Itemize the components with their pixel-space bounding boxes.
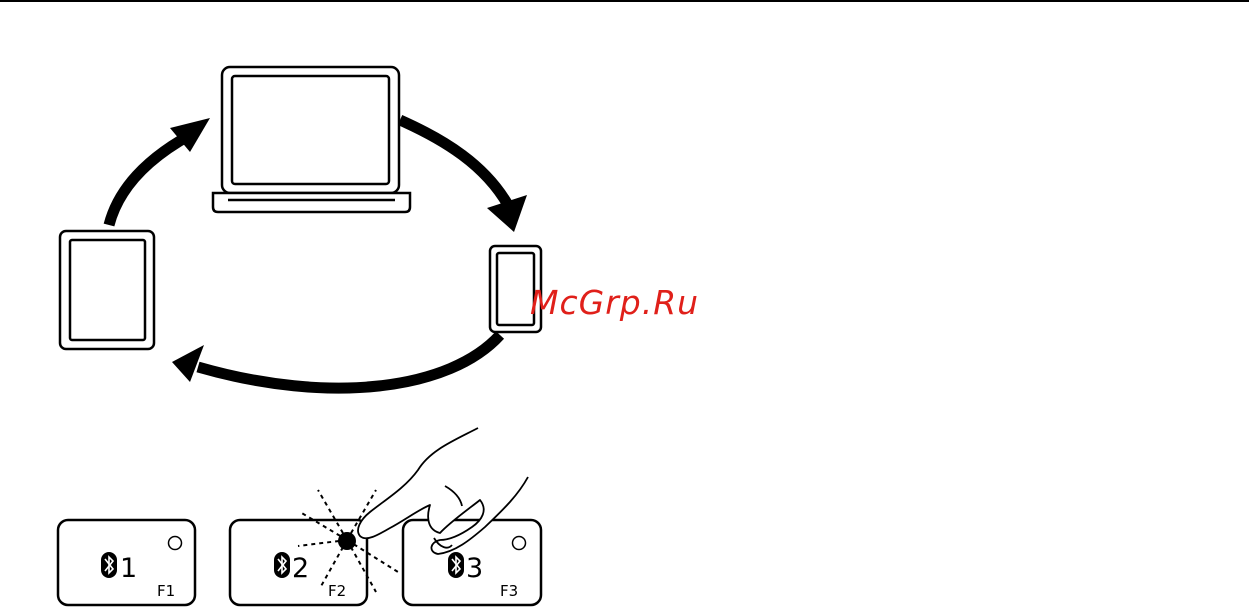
key-fn-label: F1 xyxy=(157,582,175,600)
bluetooth-icon xyxy=(101,552,117,578)
key-fn-label: F2 xyxy=(328,582,346,600)
laptop-icon xyxy=(213,67,410,212)
led-indicator-icon xyxy=(338,532,356,550)
key-number: 2 xyxy=(292,553,309,584)
watermark-text: McGrp.Ru xyxy=(530,283,699,322)
key-number: 1 xyxy=(120,553,137,584)
arrow-tablet-to-laptop xyxy=(109,135,190,225)
bluetooth-icon xyxy=(274,552,290,578)
tablet-icon xyxy=(60,231,154,349)
arrow-phone-to-tablet xyxy=(198,335,500,388)
bluetooth-icon xyxy=(448,552,464,578)
key-f1: 1 F1 xyxy=(58,520,195,605)
key-fn-label: F3 xyxy=(500,582,518,600)
key-number: 3 xyxy=(466,553,483,584)
arrow-laptop-to-phone xyxy=(400,120,508,205)
